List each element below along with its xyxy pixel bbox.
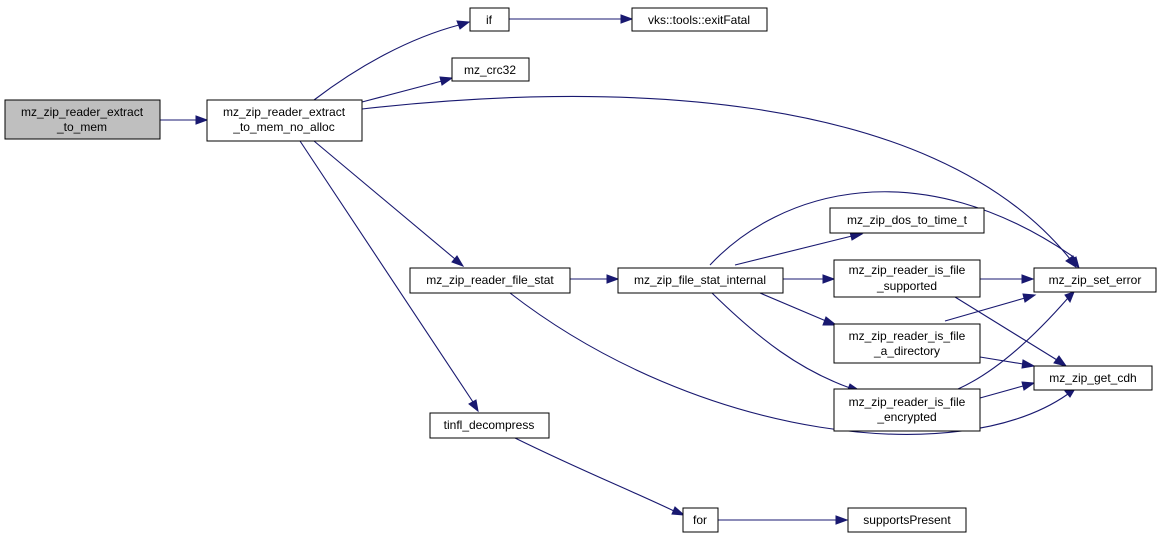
node-mz-zip-reader-file-stat[interactable]: mz_zip_reader_file_stat [409, 267, 571, 294]
edge-extract-no-alloc-to-set-error [361, 95, 1077, 269]
node-label: vks::tools::exitFatal [648, 13, 750, 27]
node-mz-zip-dos-to-time-t[interactable]: mz_zip_dos_to_time_t [829, 207, 985, 234]
edge-file-stat-to-get-cdh [509, 292, 1078, 435]
node-label-line1: mz_zip_reader_is_file [849, 395, 966, 409]
edge-is-encrypted-to-get-cdh [979, 381, 1036, 399]
edge-internal-to-is-supported [783, 274, 836, 284]
edge-extract-no-alloc-to-crc32 [361, 76, 454, 103]
node-mz-zip-reader-is-file-supported[interactable]: mz_zip_reader_is_file _supported [833, 259, 981, 298]
node-label: mz_zip_set_error [1049, 273, 1142, 287]
node-label: mz_crc32 [464, 63, 516, 77]
graph-nodes: mz_zip_reader_extract _to_mem mz_zip_rea… [4, 7, 1157, 533]
node-label-line1: mz_zip_reader_extract [21, 105, 144, 119]
node-mz-zip-reader-extract-to-mem-no-alloc[interactable]: mz_zip_reader_extract _to_mem_no_alloc [206, 99, 363, 142]
node-label-line1: mz_zip_reader_is_file [849, 263, 966, 277]
node-label-line2: _a_directory [873, 344, 940, 358]
node-label-line2: _to_mem [56, 120, 107, 134]
node-vks-tools-exitfatal[interactable]: vks::tools::exitFatal [631, 7, 768, 32]
node-label-line1: mz_zip_reader_is_file [849, 329, 966, 343]
node-label: mz_zip_reader_file_stat [426, 273, 554, 287]
edge-for-to-supports-present [718, 515, 849, 525]
node-mz-zip-file-stat-internal[interactable]: mz_zip_file_stat_internal [617, 267, 784, 294]
node-label-line2: _encrypted [876, 410, 936, 424]
node-mz-crc32[interactable]: mz_crc32 [451, 57, 530, 82]
node-label: mz_zip_file_stat_internal [634, 273, 766, 287]
node-tinfl-decompress[interactable]: tinfl_decompress [429, 412, 550, 439]
node-supportspresent[interactable]: supportsPresent [847, 507, 967, 533]
edge-extract-no-alloc-to-if [313, 20, 471, 101]
node-for[interactable]: for [682, 507, 719, 533]
edge-is-encrypted-to-set-error [957, 291, 1075, 390]
node-label: supportsPresent [863, 513, 951, 527]
node-label-line2: _to_mem_no_alloc [232, 120, 334, 134]
node-label: tinfl_decompress [444, 418, 535, 432]
edge-file-stat-to-internal [570, 274, 620, 284]
edge-extract-to-extract-no-alloc [160, 115, 209, 125]
node-mz-zip-get-cdh[interactable]: mz_zip_get_cdh [1033, 365, 1153, 391]
node-mz-zip-reader-extract-to-mem[interactable]: mz_zip_reader_extract _to_mem [4, 99, 161, 140]
node-label: mz_zip_dos_to_time_t [847, 213, 968, 227]
node-label-line1: mz_zip_reader_extract [223, 105, 346, 119]
edge-is-directory-to-get-cdh [979, 356, 1036, 369]
node-mz-zip-reader-is-file-encrypted[interactable]: mz_zip_reader_is_file _encrypted [833, 388, 981, 432]
edge-internal-to-is-directory [759, 292, 838, 326]
node-label: mz_zip_get_cdh [1049, 371, 1136, 385]
node-label: for [693, 513, 707, 527]
edge-if-to-exitfatal [509, 14, 634, 24]
edge-tinfl-to-for [514, 437, 686, 516]
graph-edges [160, 14, 1080, 525]
edge-is-directory-to-set-error [944, 293, 1037, 322]
node-mz-zip-reader-is-file-a-directory[interactable]: mz_zip_reader_is_file _a_directory [833, 323, 981, 364]
edge-extract-no-alloc-to-tinfl [299, 140, 479, 413]
node-mz-zip-set-error[interactable]: mz_zip_set_error [1033, 267, 1157, 293]
node-if[interactable]: if [469, 7, 510, 32]
edge-is-supported-to-set-error [980, 274, 1035, 284]
edge-internal-to-set-error [709, 191, 1080, 270]
node-label-line2: _supported [876, 279, 937, 293]
node-label: if [486, 13, 493, 27]
edge-is-supported-to-get-cdh [954, 296, 1068, 367]
edge-extract-no-alloc-to-file-stat [313, 140, 465, 267]
